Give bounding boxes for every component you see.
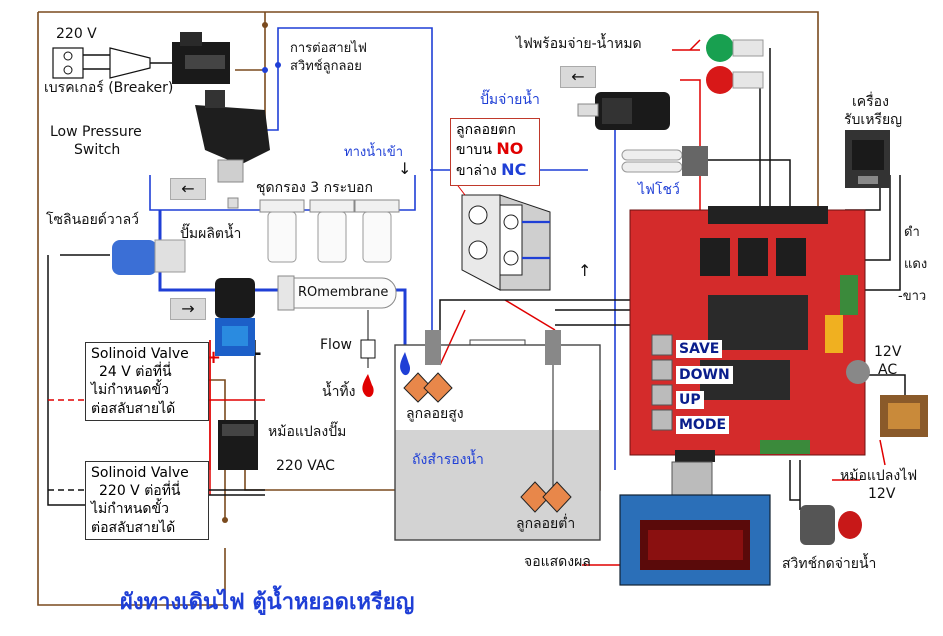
display-module-icon [619,494,771,586]
tank-arrow-up: ↑ [578,261,592,280]
diagram-title: ผังทางเดินไฟ ตู้น้ำหยอดเหรียญ [120,590,415,615]
filter-set-label: ชุดกรอง 3 กระบอก [256,180,373,196]
pump-transformer-label: หม้อแปลงปั๊ม [268,424,347,440]
breaker-icon [172,32,230,84]
float-switch-detail-icon [451,177,551,291]
float-high-label: ลูกลอยสูง [406,406,464,422]
ro-membrane-label: ROmembrane [298,285,389,300]
lower-pin-label: ขาล่าง [456,162,497,179]
storage-tank [394,339,601,541]
solenoid-valve-icon [112,239,186,275]
power-plug-icon [52,47,175,79]
up-button[interactable]: UP [676,391,704,409]
solenoid-24v-line1: Solinoid Valve [91,346,189,362]
solenoid-valve-label: โซลินอยด์วาลว์ [46,212,140,228]
wire-black-label: ดำ [904,225,920,240]
wire-junctions [262,62,281,73]
minus-terminal-label: - [254,343,262,364]
low-pressure-label-1: Low Pressure [50,124,142,140]
dispense-pump-label: ปั๊มจ่ายน้ำ [480,92,540,108]
ready-lamp-label: ไฟพร้อมจ่าย-น้ำหมด [516,36,642,52]
storage-tank-label: ถังสำรองน้ำ [412,452,484,468]
ro-membrane-icon [277,275,397,311]
wire-white-label: -ขาว [898,289,927,304]
water-in-label: ทางน้ำเข้า [344,145,404,160]
solenoid-220v-line4: ต่อสลับสายได้ [91,519,176,536]
dispense-arrow-left: ← [560,66,596,88]
upper-pin-row: ขาบน NO [456,139,534,160]
coin-acceptor-label-2: รับเหรียญ [844,112,903,128]
control-board [629,206,870,462]
solenoid-24v-line3: ไม่กำหนดขั้ว [91,382,169,399]
float-switch-high-icon [403,330,453,403]
filter-housings-icon [227,197,400,263]
float-switch-low-icon [520,330,572,513]
show-lamp-icon [621,146,708,176]
low-pressure-label-2: Switch [74,142,121,158]
transformer-12v-label-1: หม้อแปลงไฟ [840,468,918,484]
flow-label: Flow [320,337,352,353]
dispense-push-switch-icon [800,505,862,545]
dispense-pump-icon [577,92,670,130]
upper-pin-label: ขาบน [456,142,492,159]
transformer-12v-icon [880,395,928,437]
ready-lamp-green-icon [706,34,764,62]
vac-220-label: 220 VAC [276,458,335,474]
waste-drop-icon [362,374,374,397]
float-low-label: ลูกลอยต่ำ [516,516,576,532]
water-drop-icon [400,352,411,376]
flow-arrow-left: ← [170,178,206,200]
waste-water-label: น้ำทิ้ง [322,384,356,400]
solenoid-24v-note: Solinoid Valve 24 V ต่อที่นี่ ไม่กำหนดขั… [85,342,209,421]
solenoid-220v-line1: Solinoid Valve [91,465,189,481]
plus-terminal-label: + [206,347,222,368]
save-button[interactable]: SAVE [676,340,723,358]
voltage-220-label: 220 V [56,26,97,42]
show-lamp-label: ไฟโชว์ [638,182,680,198]
float-drop-label: ลูกลอยตก [456,122,516,138]
lower-pin-row: ขาล่าง NC [456,160,534,181]
down-button[interactable]: DOWN [676,366,733,384]
solenoid-220v-line3: ไม่กำหนดขั้ว [91,501,169,518]
nc-label: NC [501,159,527,179]
solenoid-24v-line4: ต่อสลับสายได้ [91,400,176,417]
transformer-12v-label-2: 12V [868,486,896,502]
coin-acceptor-icon [845,130,890,188]
breaker-label: เบรคเกอร์ (Breaker) [44,80,174,96]
float-wiring-label-1: การต่อสายไฟ [290,41,367,56]
coin-acceptor-label-1: เครื่อง [852,94,889,110]
v12ac-label-1: 12V [874,344,902,360]
display-label: จอแสดงผล [524,554,591,570]
flow-restrictor-icon [360,310,376,368]
solenoid-24v-line2: 24 V ต่อที่นี่ [99,364,172,381]
no-label: NO [496,139,524,159]
float-wiring-label-2: สวิทช์ลูกลอย [290,59,362,74]
water-in-arrow-down: ↓ [398,159,412,178]
dispense-switch-label: สวิทช์กดจ่ายน้ำ [782,556,877,572]
wire-red-label: แดง [904,257,928,272]
float-contact-info-box: ลูกลอยตก ขาบน NO ขาล่าง NC [450,118,540,186]
solenoid-220v-line2: 220 V ต่อที่นี่ [99,483,181,500]
v12ac-label-2: AC [878,362,898,378]
wire-junctions-brown [222,22,268,523]
low-pressure-switch-icon [195,90,270,183]
solenoid-220v-note: Solinoid Valve 220 V ต่อที่นี่ ไม่กำหนดข… [85,461,209,540]
mode-button[interactable]: MODE [676,416,730,434]
flow-arrow-right: → [170,298,206,320]
booster-pump-icon [215,278,255,356]
booster-pump-label: ปั๊มผลิตน้ำ [180,226,242,242]
pump-transformer-icon [218,420,258,470]
empty-lamp-red-icon [706,66,764,94]
